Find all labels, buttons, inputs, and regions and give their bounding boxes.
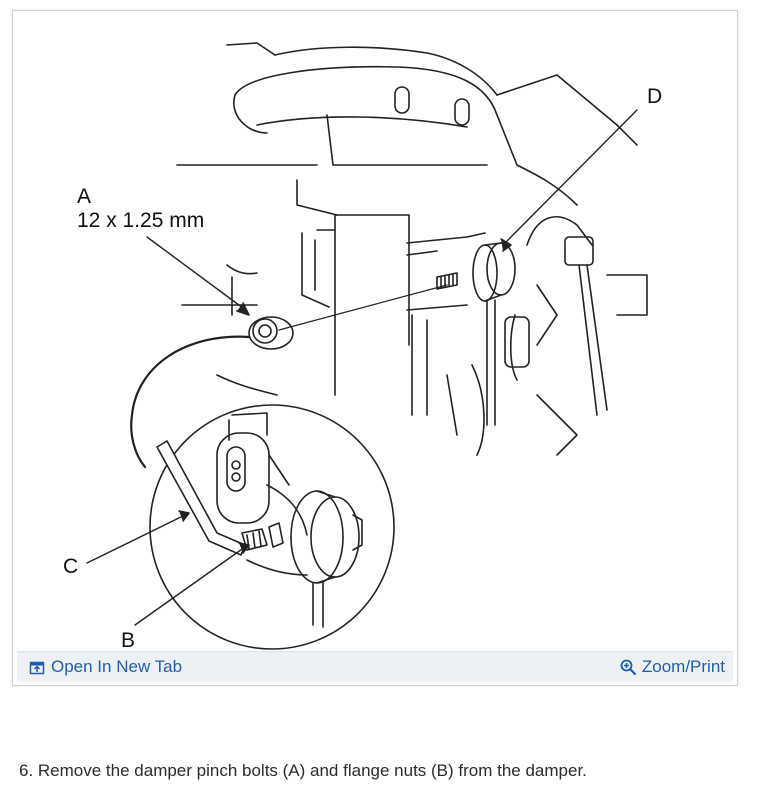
zoom-print-label: Zoom/Print <box>641 657 725 676</box>
zoom-print-link[interactable]: Zoom/Print <box>620 657 725 677</box>
label-a: A <box>77 185 91 208</box>
label-b: B <box>121 629 135 651</box>
figure-frame: A 12 x 1.25 mm D C B Open In New Tab Zoo… <box>12 10 738 686</box>
open-in-new-tab-icon <box>29 661 45 675</box>
zoom-in-icon <box>620 659 636 675</box>
label-a-spec: 12 x 1.25 mm <box>77 209 204 232</box>
open-in-new-tab-label: Open In New Tab <box>51 657 183 676</box>
suspension-diagram: A 12 x 1.25 mm D C B <box>63 42 662 651</box>
label-c: C <box>63 555 78 578</box>
open-in-new-tab-link[interactable]: Open In New Tab <box>29 657 182 677</box>
figure-toolbar: Open In New Tab Zoom/Print <box>17 651 733 682</box>
step-caption: 6. Remove the damper pinch bolts (A) and… <box>19 761 587 780</box>
label-d: D <box>647 85 662 108</box>
